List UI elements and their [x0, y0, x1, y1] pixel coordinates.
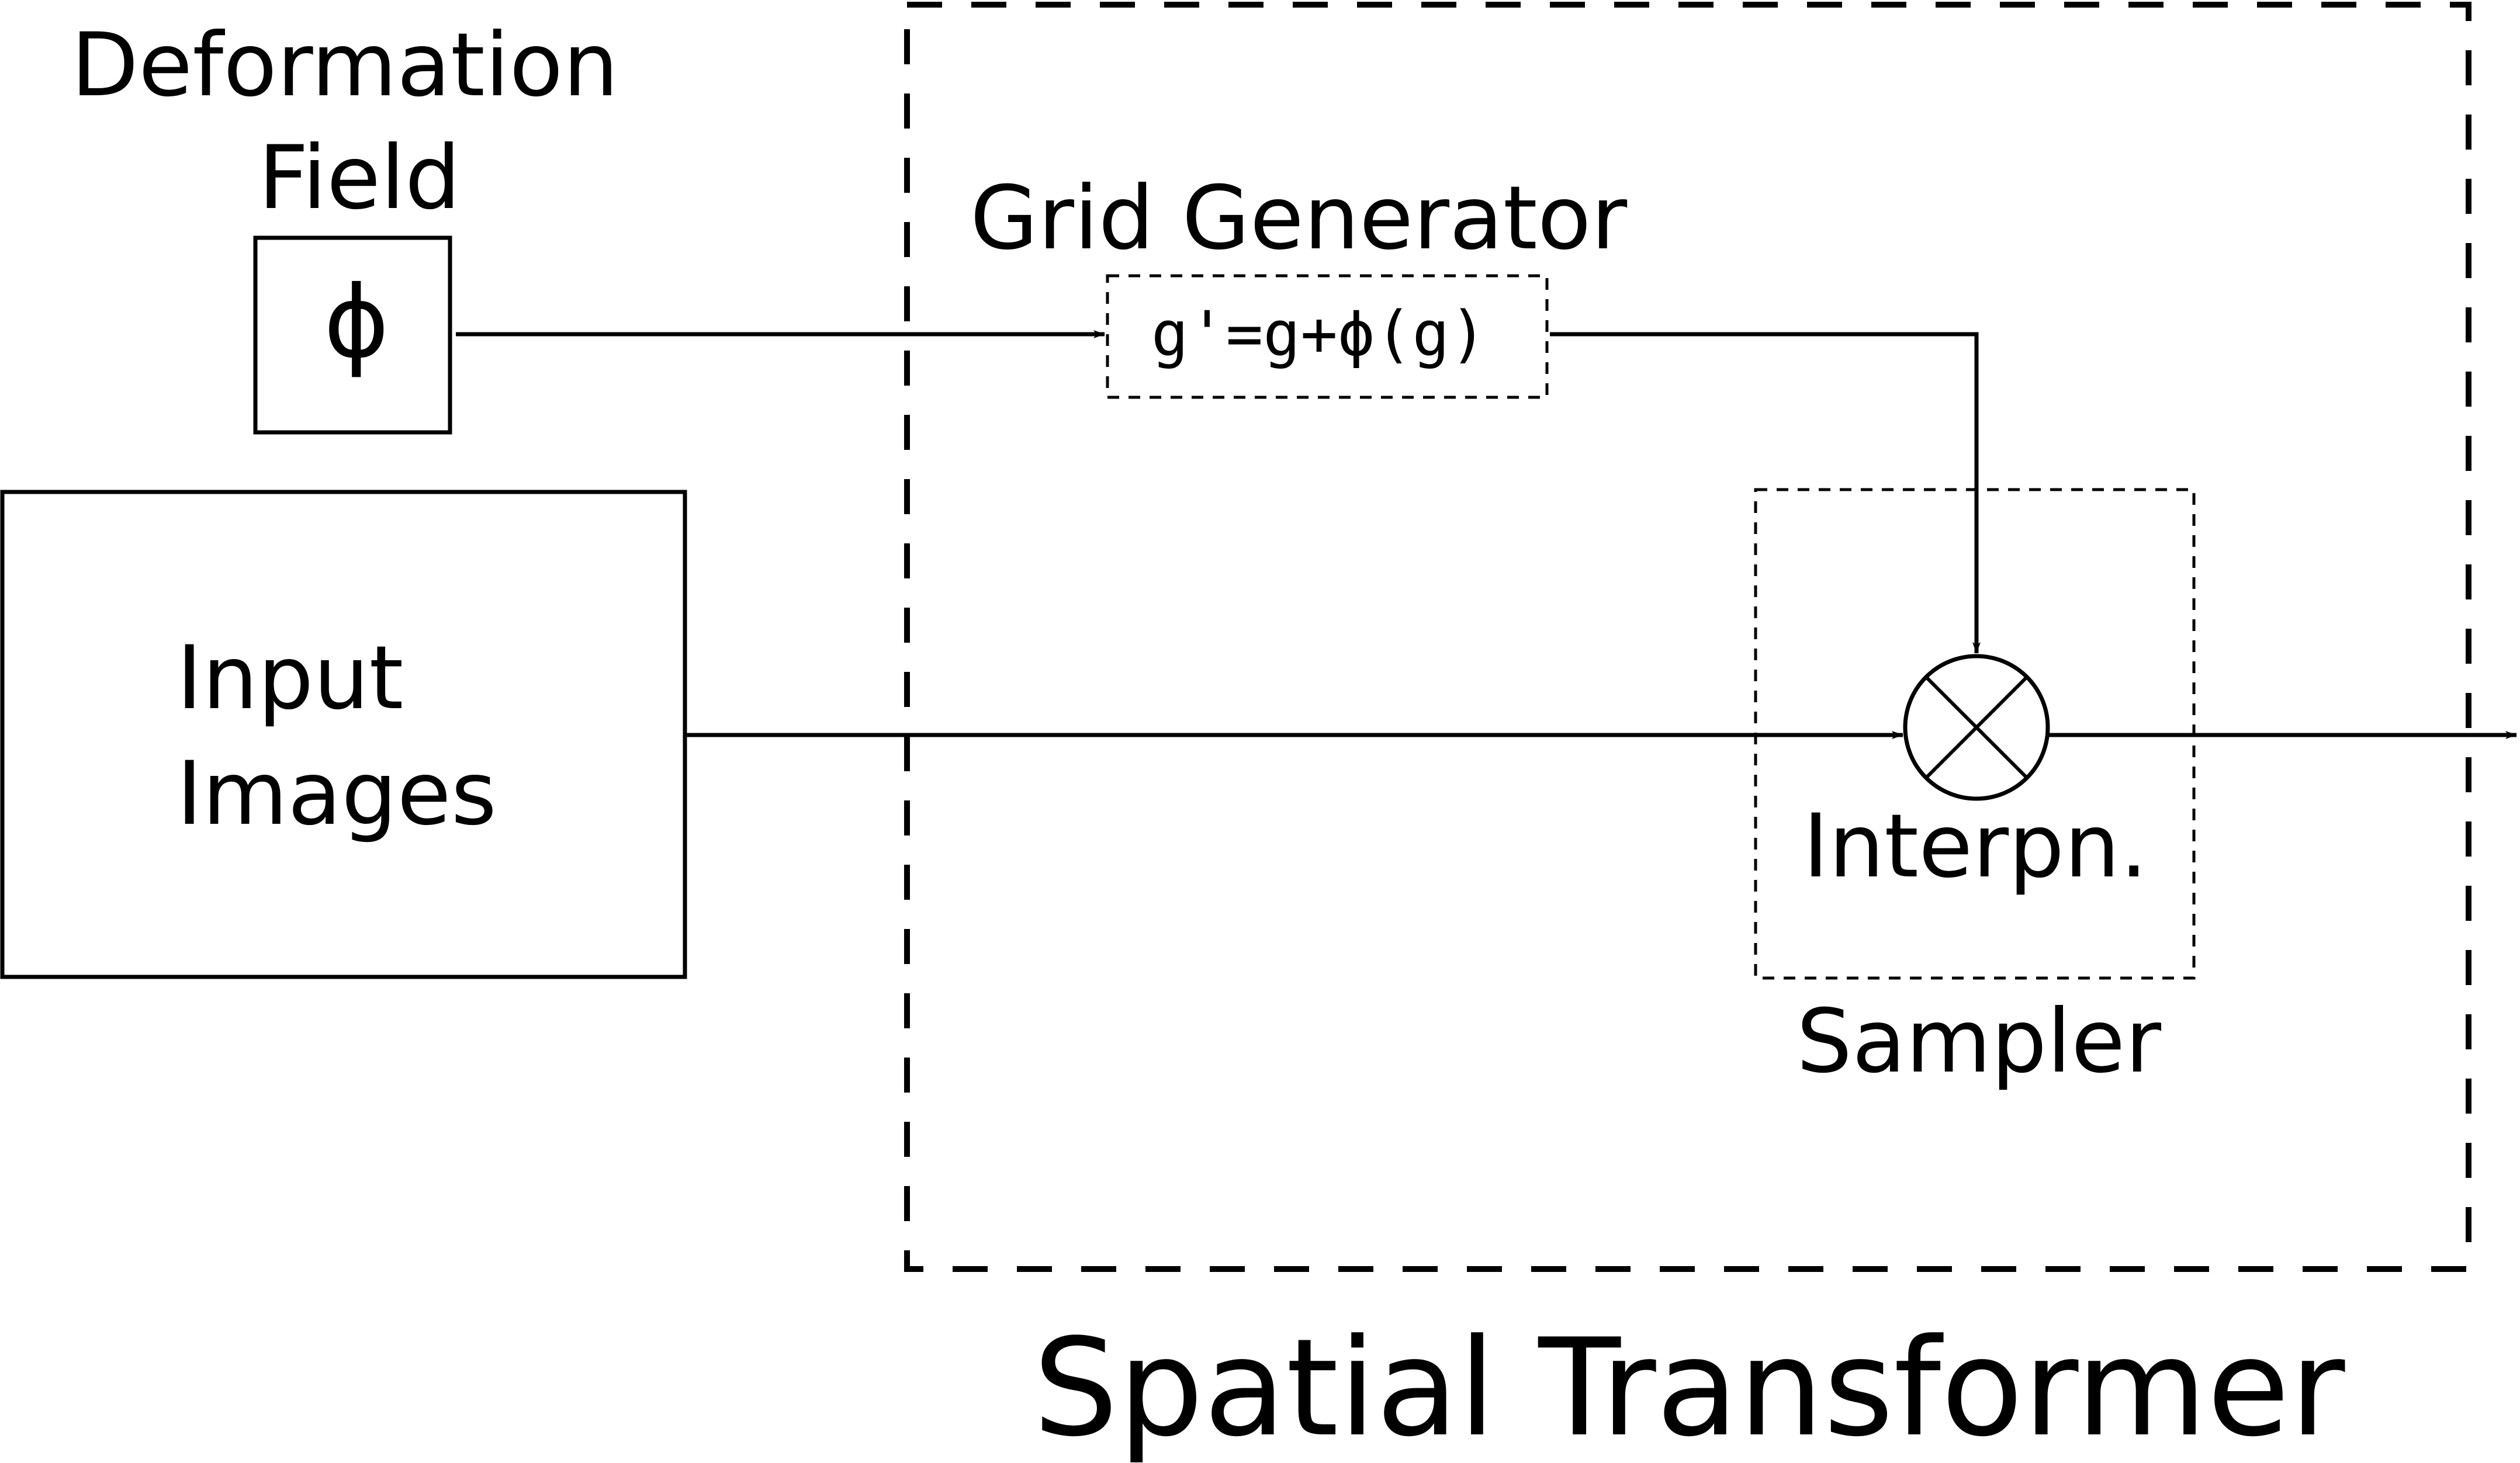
sampler-operation-label: Interpn.	[1803, 796, 2148, 897]
spatial-transformer-box	[904, 2, 2471, 1272]
deformation-field-label-line1: Deformation	[71, 15, 619, 116]
input-images-box	[0, 490, 687, 979]
arrow-grid-to-sampler	[1550, 332, 1981, 654]
deformation-field-label-line2: Field	[258, 127, 461, 229]
deformation-field-symbol: ϕ	[324, 265, 389, 380]
grid-generator-formula: g'=g+ϕ(g)	[1151, 298, 1487, 370]
sampler-title: Sampler	[1796, 991, 2161, 1093]
spatial-transformer-title: Spatial Transformer	[1033, 1311, 2345, 1463]
input-images-label-line1: Input	[176, 628, 403, 729]
deformation-field-box	[253, 235, 452, 435]
grid-generator-box	[1106, 274, 1549, 399]
circled-times-icon	[1903, 654, 2050, 801]
input-images-label-line2: Images	[176, 743, 497, 845]
grid-generator-title: Grid Generator	[970, 168, 1628, 269]
